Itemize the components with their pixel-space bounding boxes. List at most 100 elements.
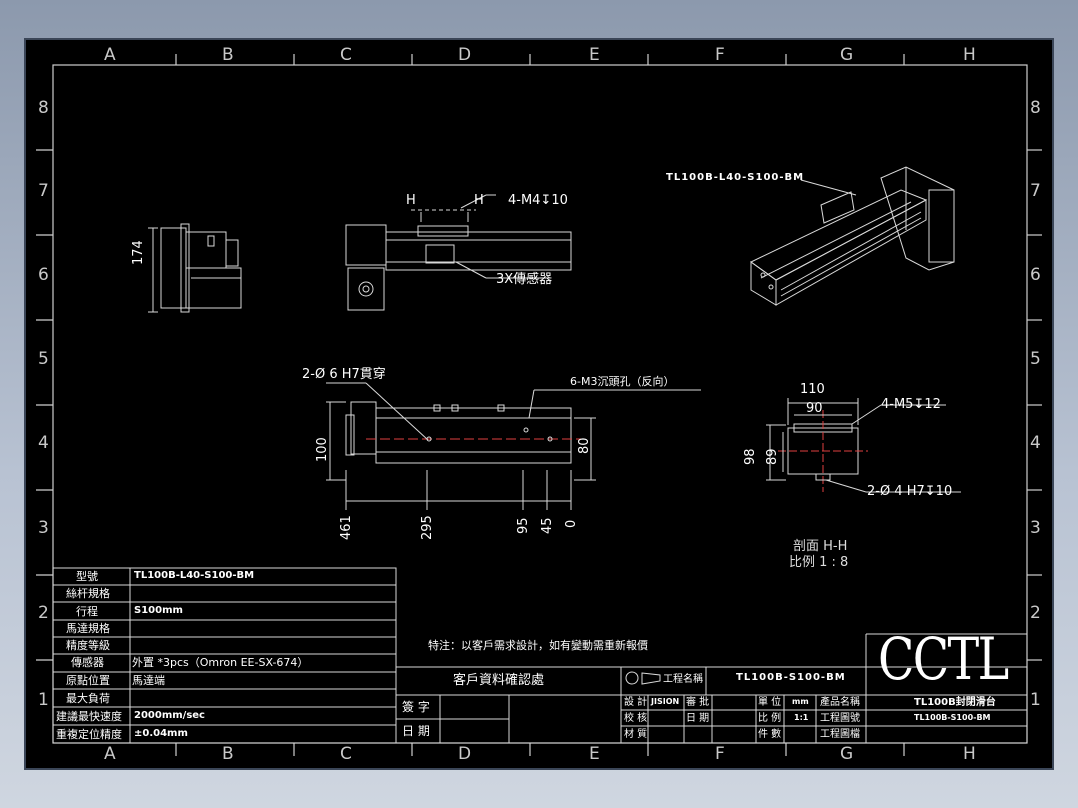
unit-label: 單 位 [758, 697, 782, 708]
zone-left-1: 1 [38, 690, 49, 710]
section-view [766, 398, 961, 493]
drawing-canvas [36, 54, 1042, 756]
spec-label-grade: 精度等級 [66, 639, 110, 652]
unit-value: mm [792, 697, 809, 706]
zone-right-1: 1 [1030, 690, 1041, 710]
tb-date-label: 日 期 [686, 713, 710, 724]
front-view [326, 382, 701, 510]
spec-label-speed: 建議最快速度 [56, 710, 122, 723]
zone-bottom-b: B [222, 744, 234, 764]
iso-label: TL100B-L40-S100-BM [666, 172, 805, 183]
zone-top-b: B [222, 45, 234, 65]
zone-right-6: 6 [1030, 265, 1041, 285]
drawing-number: TL100B-S100-BM [736, 672, 846, 683]
approve-label: 審 批 [686, 697, 710, 708]
zone-bottom-c: C [340, 744, 352, 764]
design-value: JISION [651, 697, 680, 706]
section-caption: 剖面 H-H [793, 539, 848, 554]
zone-left-4: 4 [38, 433, 49, 453]
spec-value-repeat: ±0.04mm [134, 728, 188, 739]
section-tap-note: 4-M5↧12 [881, 397, 941, 412]
spec-label-sensor: 傳感器 [71, 656, 104, 669]
zone-right-5: 5 [1030, 349, 1041, 369]
dim-height-100: 100 [315, 437, 330, 462]
check-label: 校 核 [624, 713, 648, 724]
scale-label: 比 例 [758, 713, 782, 724]
zone-left-8: 8 [38, 98, 49, 118]
zone-left-5: 5 [38, 349, 49, 369]
counterbore-note: 6-M3沉頭孔（反向） [570, 375, 675, 388]
tap-note: 4-M4↧10 [508, 193, 568, 208]
spec-label-motor: 馬達規格 [66, 622, 110, 635]
zone-bottom-f: F [715, 744, 725, 764]
zone-top-f: F [715, 45, 725, 65]
zone-right-3: 3 [1030, 518, 1041, 538]
zone-left-7: 7 [38, 181, 49, 201]
pin-note: 2-Ø 4 H7↧10 [867, 484, 953, 499]
section-width-110: 110 [800, 382, 825, 397]
spec-label-origin: 原點位置 [66, 674, 110, 687]
spec-label-stroke: 行程 [76, 605, 98, 618]
zone-top-a: A [104, 45, 116, 65]
zone-bottom-e: E [589, 744, 600, 764]
section-mark-left: H [406, 193, 416, 208]
dim-height-80: 80 [577, 437, 592, 454]
zone-top-g: G [840, 45, 854, 65]
ordinate-dim-461: 461 [339, 515, 354, 540]
ordinate-dim-0: 0 [564, 519, 579, 528]
remark-note: 特注：以客戶需求設計，如有變動需重新報價 [428, 639, 648, 652]
zone-left-3: 3 [38, 518, 49, 538]
ordinate-dim-95: 95 [516, 517, 531, 534]
table-grid [52, 567, 1028, 744]
zone-top-d: D [458, 45, 472, 65]
zone-left-6: 6 [38, 265, 49, 285]
section-mark-right: H [474, 193, 484, 208]
section-width-90: 90 [806, 401, 823, 416]
product-name: TL100B封閉滑台 [914, 697, 996, 708]
pieces-label: 件 數 [758, 729, 782, 740]
zone-bottom-d: D [458, 744, 472, 764]
spec-value-model: TL100B-L40-S100-BM [134, 570, 255, 581]
section-height-89: 89 [765, 448, 780, 465]
drawing-file-label: 工程圖檔 [820, 729, 860, 740]
zone-left-2: 2 [38, 603, 49, 623]
customer-date-label: 日 期 [402, 724, 430, 738]
sensor-note: 3X傳感器 [496, 272, 553, 287]
side-height-dim: 174 [131, 240, 146, 265]
zone-right-8: 8 [1030, 98, 1041, 118]
spec-label-model: 型號 [76, 570, 98, 583]
side-view [148, 223, 242, 313]
zone-bottom-g: G [840, 744, 854, 764]
design-label: 設 計 [624, 697, 648, 708]
section-height-98: 98 [743, 448, 758, 465]
zone-right-7: 7 [1030, 181, 1041, 201]
product-code: TL100B-S100-BM [914, 713, 991, 722]
ordinate-dim-45: 45 [540, 517, 555, 534]
zone-top-e: E [589, 45, 600, 65]
zone-bottom-h: H [963, 744, 976, 764]
spec-label-screw: 絲杆規格 [66, 587, 110, 600]
zone-top-c: C [340, 45, 352, 65]
spec-value-origin: 馬達端 [132, 674, 165, 687]
product-name-label: 產品名稱 [820, 697, 860, 708]
spec-value-stroke: S100mm [134, 605, 183, 616]
iso-view [750, 166, 955, 306]
zone-right-2: 2 [1030, 603, 1041, 623]
customer-confirm-title: 客戶資料確認處 [453, 673, 545, 688]
projection-label: 工程名稱 [663, 674, 703, 685]
section-scale: 比例 1 : 8 [789, 555, 849, 570]
top-view [345, 194, 572, 311]
spec-label-repeat: 重複定位精度 [56, 728, 122, 741]
company-logo: CCTL [878, 625, 1009, 693]
scale-value: 1:1 [794, 713, 809, 722]
zone-bottom-a: A [104, 744, 116, 764]
sign-label: 簽 字 [402, 700, 430, 714]
spec-value-sensor: 外置 *3pcs（Omron EE-SX-674） [132, 656, 309, 669]
hole-note: 2-Ø 6 H7貫穿 [302, 367, 386, 382]
material-label: 材 質 [624, 729, 648, 740]
ordinate-dim-295: 295 [420, 515, 435, 540]
spec-label-load: 最大負荷 [66, 692, 110, 705]
zone-top-h: H [963, 45, 976, 65]
spec-value-speed: 2000mm/sec [134, 710, 205, 721]
drawing-sheet: A B C D E F G H A B C D E F G H 8 7 6 5 … [24, 38, 1054, 770]
